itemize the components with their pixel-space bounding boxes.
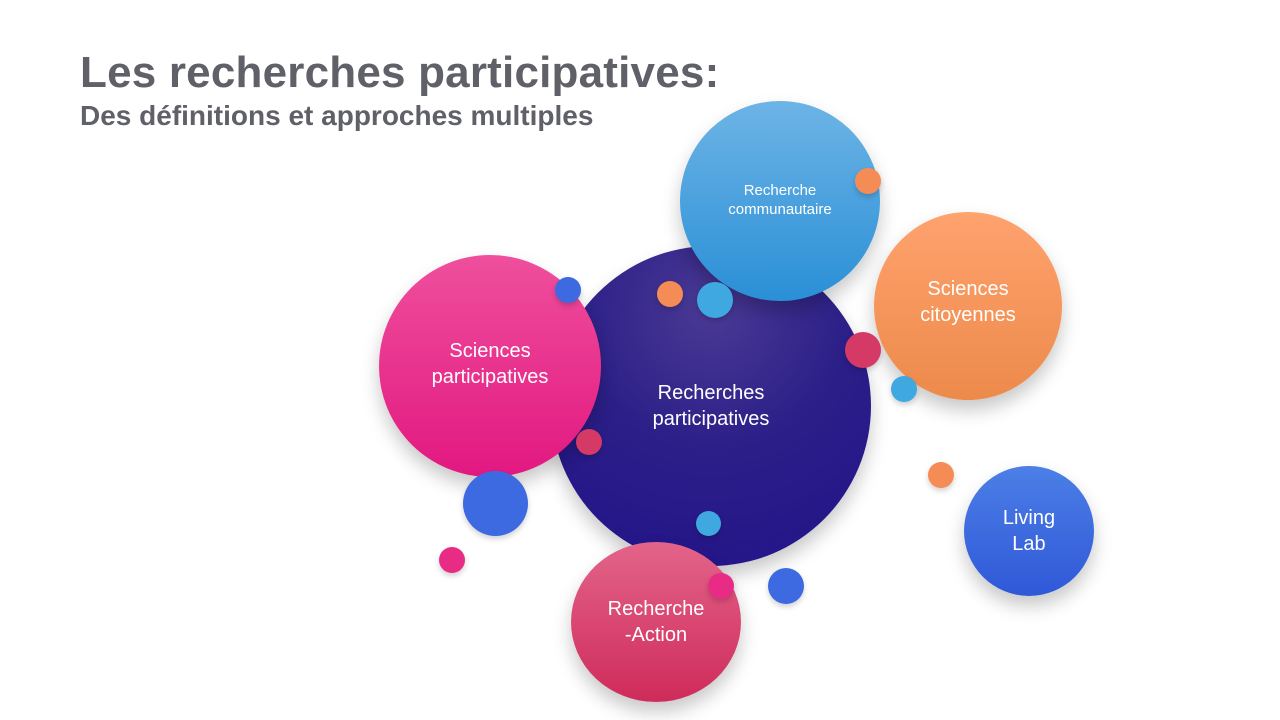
bubble-recherche-communautaire: Recherche communautaire: [680, 101, 880, 301]
decorative-dot: [576, 429, 602, 455]
bubble-label-line-1: Recherche: [607, 598, 705, 620]
decorative-dot: [697, 282, 733, 318]
bubble-label-line-2: communautaire: [728, 201, 832, 218]
bubble-living-lab: Living Lab: [964, 466, 1094, 596]
bubble-label-line-1: Living: [1002, 507, 1056, 529]
decorative-dot: [855, 168, 881, 194]
bubble-recherche-action: Recherche -Action: [571, 542, 741, 702]
bubble-label-line-2: Lab: [1012, 533, 1046, 555]
decorative-dot: [891, 376, 917, 402]
decorative-dot: [657, 281, 683, 307]
bubble-label-line-1: Recherche: [743, 181, 817, 199]
decorative-dot: [768, 568, 804, 604]
bubble-label-line-2: participatives: [652, 408, 770, 430]
bubble-label-line-2: -Action: [624, 624, 688, 646]
decorative-dot: [439, 547, 465, 573]
bubble-label-line-1: Sciences: [927, 278, 1009, 300]
bubble-label-line-2: citoyennes: [920, 304, 1016, 326]
bubble-sciences-citoyennes: Sciences citoyennes: [874, 212, 1062, 400]
decorative-dot: [696, 511, 721, 536]
decorative-dot: [555, 277, 581, 303]
page-title: Les recherches participatives:: [80, 48, 720, 97]
decorative-dot: [463, 471, 528, 536]
bubble-label-line-1: Sciences: [449, 340, 531, 362]
page-subtitle: Des définitions et approches multiples: [80, 100, 594, 131]
bubble-label-line-2: participatives: [431, 366, 549, 388]
decorative-dot: [845, 332, 881, 368]
decorative-dot: [708, 573, 734, 599]
decorative-dot: [928, 462, 954, 488]
bubble-label-line-1: Recherches: [657, 382, 765, 404]
